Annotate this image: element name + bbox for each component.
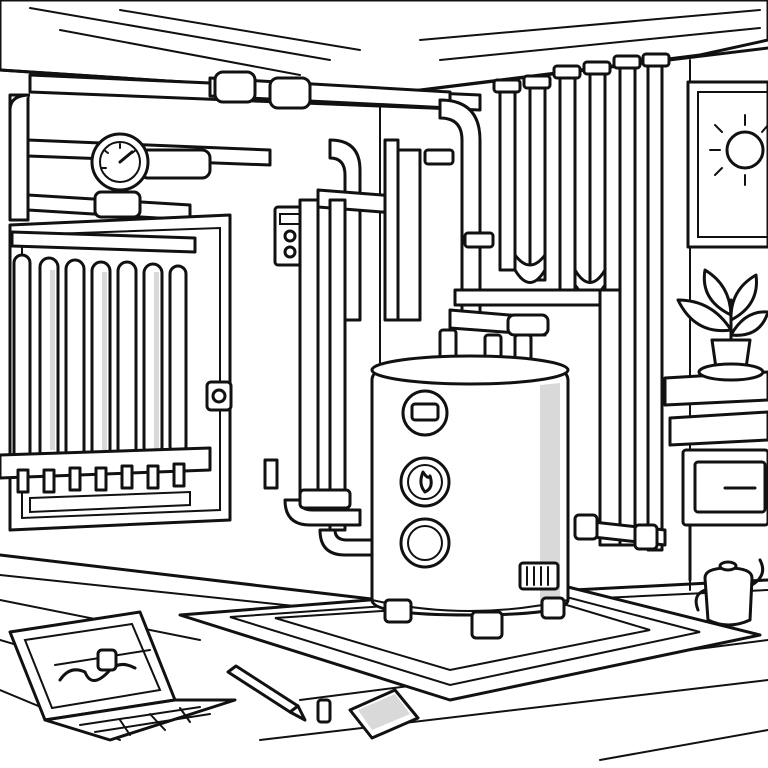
vertical-pipes	[283, 138, 495, 557]
temperature-dial-icon	[399, 517, 451, 569]
potted-plant-icon	[676, 268, 768, 382]
wall-thermostat	[263, 205, 307, 490]
radiator-tubes	[12, 253, 188, 467]
pen-icon	[226, 664, 307, 722]
sun-icon	[709, 114, 768, 186]
boiler-display-icon	[401, 389, 449, 437]
pressure-gauge-icon	[90, 132, 212, 192]
boiler-inlets	[438, 308, 550, 367]
radiator-valves	[16, 462, 186, 494]
vent-grille	[518, 561, 560, 591]
laptop-icon	[8, 610, 237, 742]
flame-dial-icon	[399, 456, 451, 508]
right-wall-pipes	[453, 52, 671, 552]
side-table	[663, 370, 768, 582]
window	[686, 80, 768, 249]
kettle-icon	[694, 558, 765, 627]
water-heater	[370, 354, 570, 640]
marker-cap-icon	[316, 698, 332, 724]
notepad-icon	[348, 688, 420, 740]
radiator-manifold	[0, 213, 233, 532]
